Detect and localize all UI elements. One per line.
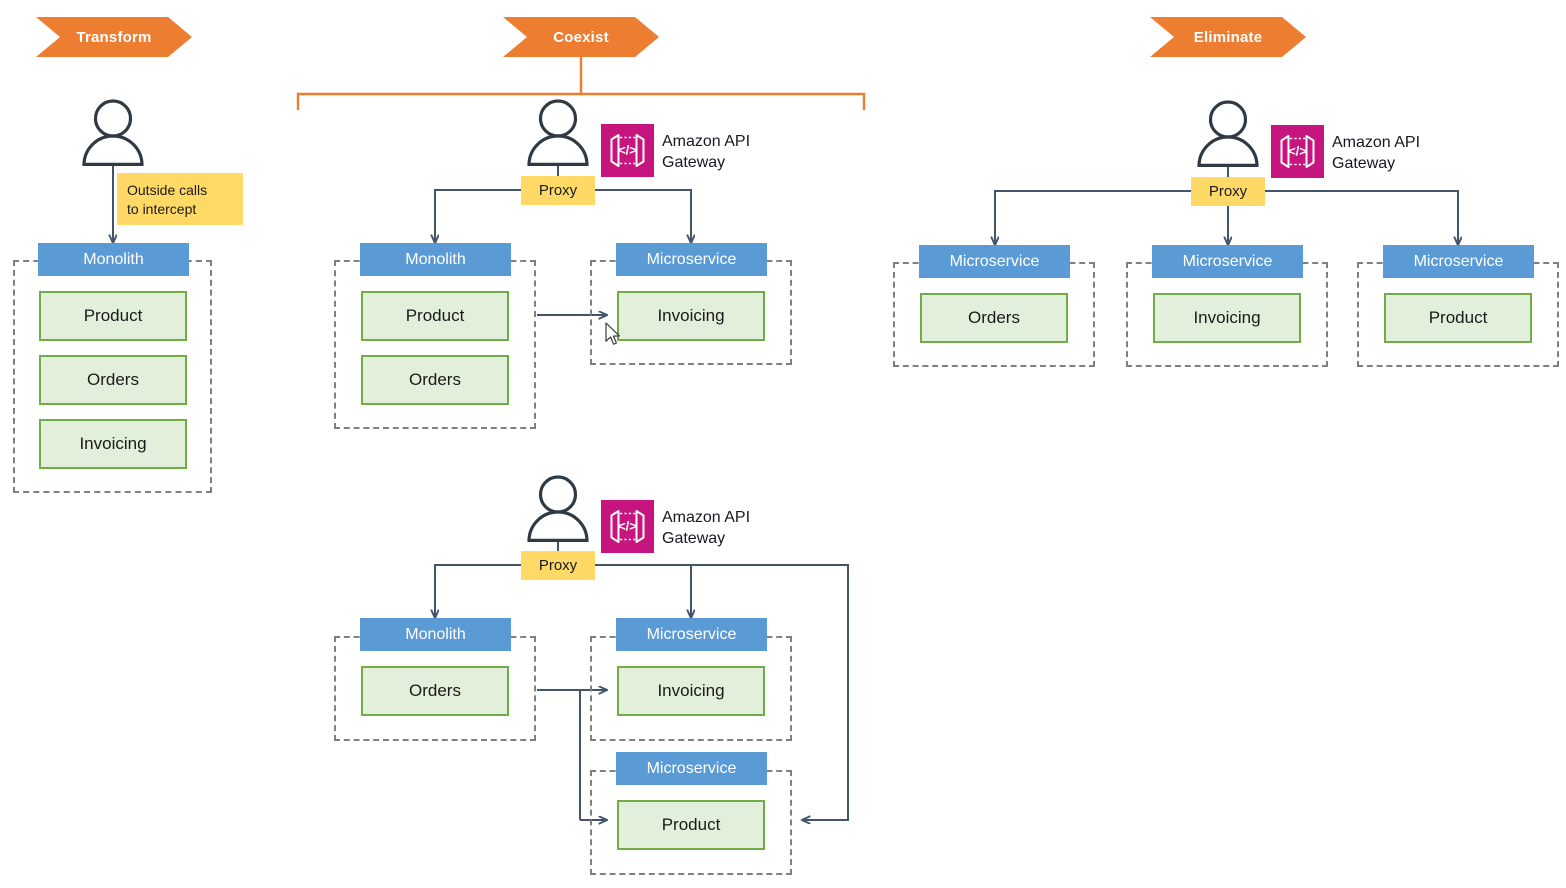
service-box-product[interactable]: Product <box>617 800 765 850</box>
microservice-header-invoicing[interactable]: Microservice <box>1152 245 1303 278</box>
user-actor-icon <box>525 472 591 543</box>
user-actor-icon <box>1195 97 1261 168</box>
amazon-api-gateway-icon: </> <box>1271 125 1324 178</box>
service-box-product[interactable]: Product <box>39 291 187 341</box>
amazon-api-gateway-icon: </> <box>601 500 654 553</box>
service-box-orders[interactable]: Orders <box>361 355 509 405</box>
microservice-header-invoicing-bottom[interactable]: Microservice <box>616 618 767 651</box>
svg-text:</>: </> <box>1288 144 1307 159</box>
service-box-product[interactable]: Product <box>361 291 509 341</box>
api-gateway-label: Amazon API Gateway <box>662 133 751 171</box>
proxy-box-coexist-top[interactable]: Proxy <box>521 176 595 205</box>
phase-label-eliminate: Eliminate <box>1193 28 1263 46</box>
service-box-invoicing[interactable]: Invoicing <box>617 666 765 716</box>
monolith-header-coexist-top[interactable]: Monolith <box>360 243 511 276</box>
monolith-header-transform[interactable]: Monolith <box>38 243 189 276</box>
microservice-header-product[interactable]: Microservice <box>1383 245 1534 278</box>
user-actor-icon <box>525 96 591 167</box>
phase-label-coexist: Coexist <box>553 28 609 46</box>
service-box-orders[interactable]: Orders <box>361 666 509 716</box>
phase-label-transform: Transform <box>76 28 152 46</box>
proxy-box-eliminate[interactable]: Proxy <box>1191 177 1265 206</box>
microservice-header-invoicing-top[interactable]: Microservice <box>616 243 767 276</box>
phase-chevron-transform[interactable]: Transform <box>36 17 192 57</box>
api-gateway-label: Amazon API Gateway <box>662 509 751 547</box>
monolith-header-coexist-bottom[interactable]: Monolith <box>360 618 511 651</box>
outside-calls-note: Outside calls to intercept <box>117 173 243 225</box>
svg-text:</>: </> <box>618 143 637 158</box>
proxy-box-coexist-bottom[interactable]: Proxy <box>521 551 595 580</box>
service-box-product[interactable]: Product <box>1384 293 1532 343</box>
microservice-header-product-bottom[interactable]: Microservice <box>616 752 767 785</box>
phase-chevron-coexist[interactable]: Coexist <box>503 17 659 57</box>
service-box-invoicing[interactable]: Invoicing <box>1153 293 1301 343</box>
api-gateway-label: Amazon API Gateway <box>1332 134 1421 172</box>
svg-text:</>: </> <box>618 519 637 534</box>
service-box-orders[interactable]: Orders <box>39 355 187 405</box>
service-box-orders[interactable]: Orders <box>920 293 1068 343</box>
service-box-invoicing[interactable]: Invoicing <box>617 291 765 341</box>
amazon-api-gateway-icon: </> <box>601 124 654 177</box>
user-actor-icon <box>80 96 146 167</box>
service-box-invoicing[interactable]: Invoicing <box>39 419 187 469</box>
phase-chevron-eliminate[interactable]: Eliminate <box>1150 17 1306 57</box>
microservice-header-orders[interactable]: Microservice <box>919 245 1070 278</box>
